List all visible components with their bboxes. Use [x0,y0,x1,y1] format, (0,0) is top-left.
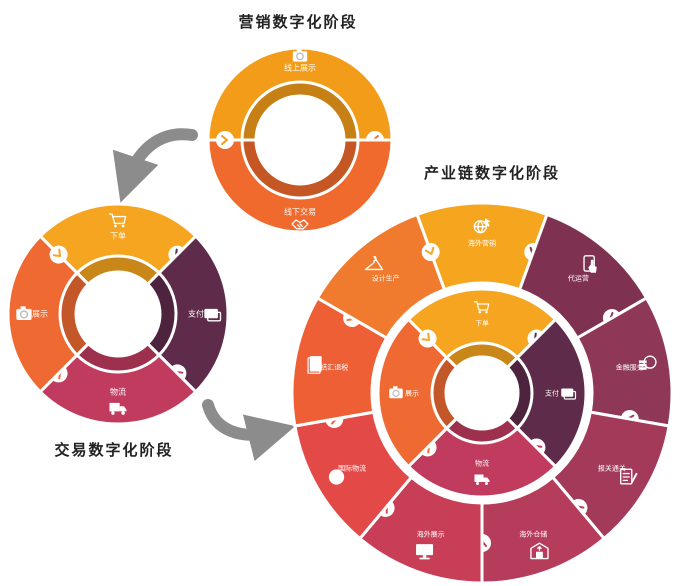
industry-inner-segment-label: 物流 [475,458,489,467]
industry-inner-segment: 物流 [406,416,558,499]
industry-outer-segment-label: 海外仓储 [519,529,547,538]
industry-outer-segment-label: 金融服务 [616,362,644,371]
touch-phone-icon [583,255,597,273]
monitor-icon [416,544,434,560]
transaction-segment-label: 展示 [32,310,48,319]
marketing-center [256,96,344,184]
chevron-icon [421,243,440,262]
industry-outer-segment-label: 结汇退税 [320,362,348,371]
camera-icon [16,306,32,320]
receipt-icon [307,356,322,374]
industry-outer-segment-label: 海外营销 [468,238,496,247]
chevron-icon [216,131,234,149]
camera-icon [292,48,308,62]
flow-arrows [112,128,296,462]
arrow-marketing-to-transaction [112,128,198,203]
arrow-transaction-to-industry [202,399,296,462]
chevron-icon [49,245,68,264]
industry-inner-segment-label: 展示 [405,389,419,397]
industry-outer-segment-label: 国际物流 [338,463,366,472]
shopping-cart-icon [108,213,127,228]
transaction-segment-label: 支付 [188,309,204,319]
globe-plane-icon [473,218,491,234]
warehouse-box-icon [530,542,549,560]
transaction-segment: 展示 [6,234,91,394]
payment-card-icon [204,308,222,322]
document-pen-icon [620,468,638,485]
transaction-segment: 下单 [38,202,198,287]
camera-icon [389,386,403,399]
transaction-segment-label: 物流 [110,387,126,397]
marketing-segment: 线下交易 [206,138,394,234]
coins-icon [638,355,657,370]
chevron-icon [418,329,437,348]
industry-center [446,357,518,429]
delivery-truck-icon [474,474,490,485]
marketing-stage-title: 营销数字化阶段 [238,13,357,31]
transaction-center [76,272,160,356]
industry-inner-segment-label: 支付 [545,388,559,397]
globe-icon [328,469,345,485]
shopping-cart-icon [473,301,490,314]
transaction-segment-label: 下单 [110,231,126,241]
marketing-segment-label: 线上展示 [284,63,316,73]
handshake-icon [291,219,309,230]
industry-outer-segment-label: 海外展示 [417,529,445,538]
industry-inner-segment-label: 下单 [475,318,489,327]
industry-inner-segment: 下单 [406,287,558,370]
industry-outer-segment-label: 报关通关 [598,463,626,472]
industry-outer-segment-label: 代运营 [568,273,589,282]
delivery-truck-icon [109,402,127,415]
hanger-icon [364,255,384,271]
payment-card-icon [561,388,577,400]
industry-outer-segment-label: 设计生产 [372,273,400,282]
transaction-stage-title: 交易数字化阶段 [54,441,173,459]
industry-stage-title: 产业链数字化阶段 [424,164,560,182]
marketing-segment-label: 线下交易 [284,207,316,217]
wheels: 线上展示线下交易下单支付物流展示海外营销代运营金融服务报关通关海外仓储海外展示国… [6,46,674,585]
